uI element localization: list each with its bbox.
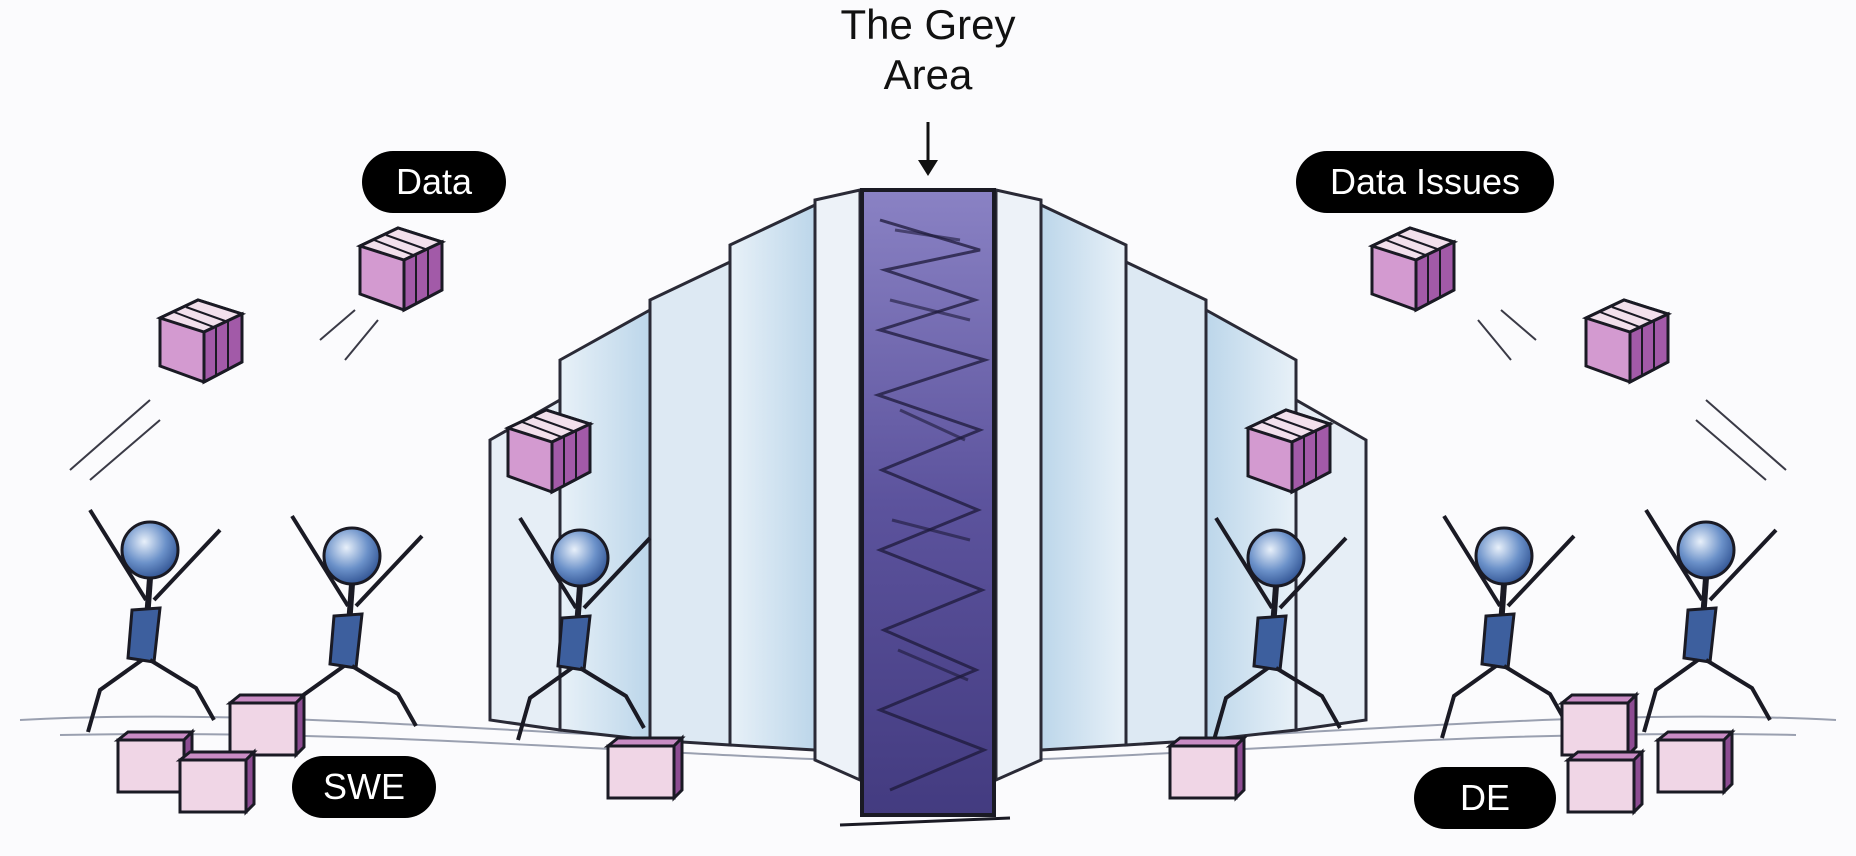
grey-area-column — [839, 188, 1011, 827]
crate — [606, 736, 684, 800]
stick-figure — [1442, 516, 1574, 738]
label-de: DE — [1414, 767, 1556, 829]
crate — [228, 693, 306, 757]
down-arrow-icon — [918, 122, 938, 176]
stick-figure — [290, 516, 422, 738]
right-pillars — [994, 188, 1368, 783]
left-pillars — [488, 188, 862, 783]
label-data: Data — [362, 151, 506, 213]
data-issue-cube — [1584, 298, 1670, 384]
crate — [1560, 693, 1638, 757]
label-data-issues: Data Issues — [1296, 151, 1554, 213]
title-line-1: The Grey — [840, 1, 1016, 48]
crate — [1566, 750, 1644, 814]
data-issue-cube — [1246, 408, 1332, 494]
crate — [1656, 730, 1734, 794]
motion-lines — [69, 309, 1787, 481]
label-swe: SWE — [292, 756, 436, 818]
stick-figure — [88, 510, 220, 732]
data-issue-cube — [1370, 226, 1456, 312]
data-cube — [506, 408, 592, 494]
title-grey-area: The Grey Area — [778, 0, 1078, 100]
title-line-2: Area — [883, 51, 973, 98]
data-cube — [358, 226, 444, 312]
crate — [1168, 736, 1246, 800]
stick-figure — [1644, 510, 1776, 732]
crate — [178, 750, 256, 814]
data-cube — [158, 298, 244, 384]
